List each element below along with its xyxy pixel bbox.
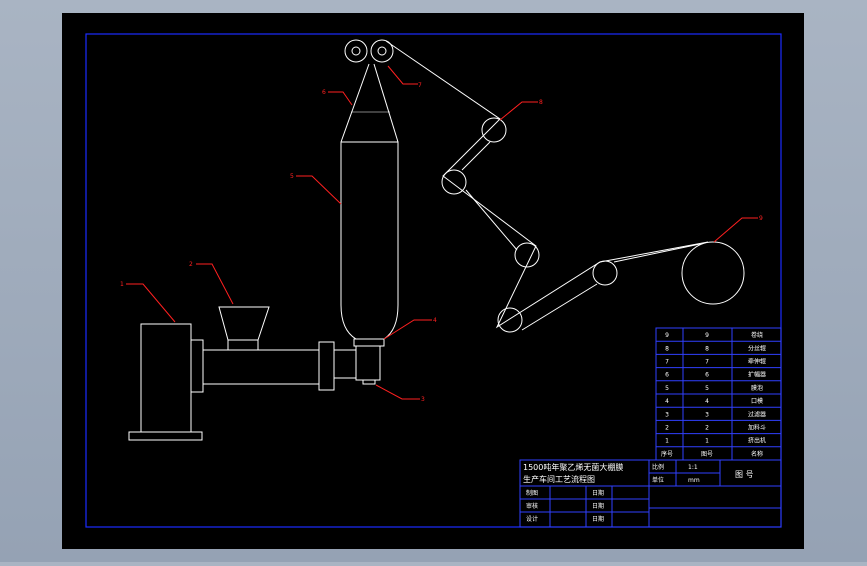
nip-roll-left xyxy=(344,39,368,63)
winding-roll xyxy=(681,241,745,305)
nip-roll-left-hub xyxy=(351,46,361,56)
nip-roll-right xyxy=(370,39,394,63)
parts-row-name: 加料斗 xyxy=(748,424,766,432)
parts-row-name: 口模 xyxy=(751,397,763,405)
parts-row-no: 4 xyxy=(665,398,669,405)
nip-roll-right-hub xyxy=(377,46,387,56)
date-label-3: 日期 xyxy=(592,515,604,523)
callout-4: 4 xyxy=(433,317,437,324)
parts-row-code: 8 xyxy=(705,345,709,352)
drawing-title-line1: 1500吨年聚乙烯无菌大棚膜 xyxy=(523,462,623,472)
film-path-return-2 xyxy=(465,189,518,251)
film-path xyxy=(385,40,709,329)
callout-1: 1 xyxy=(120,281,124,288)
parts-row-name: 挤出机 xyxy=(748,437,766,445)
callout-7: 7 xyxy=(418,82,422,89)
guide-roll-3 xyxy=(514,242,540,268)
designer-label: 设计 xyxy=(526,515,538,523)
parts-row-name: 扩幅器 xyxy=(748,371,766,379)
parts-row-code: 6 xyxy=(705,372,709,379)
callout-8: 8 xyxy=(539,99,543,106)
parts-row-name: 膜泡 xyxy=(751,384,763,392)
parts-row-code: 9 xyxy=(705,332,709,339)
leader-2 xyxy=(196,263,234,305)
leader-7 xyxy=(387,65,418,85)
drawing-border xyxy=(85,33,782,528)
title-block-frame xyxy=(519,459,782,528)
drawing-number-label: 图 号 xyxy=(735,470,754,479)
leader-6 xyxy=(328,91,353,106)
parts-row-name: 名称 xyxy=(751,450,763,458)
date-label-2: 日期 xyxy=(592,502,604,510)
leader-lines xyxy=(126,65,758,400)
parts-row-no: 2 xyxy=(665,425,669,432)
callout-9: 9 xyxy=(759,215,763,222)
callout-5: 5 xyxy=(290,173,294,180)
date-label-1: 日期 xyxy=(592,489,604,497)
parts-row-name: 牵伸辊 xyxy=(748,358,766,366)
film-path-return-1 xyxy=(461,141,491,171)
parts-row-name: 分丝辊 xyxy=(748,344,766,352)
parts-row-name: 过滤器 xyxy=(748,410,766,418)
leader-4 xyxy=(383,319,432,340)
parts-row-code: 3 xyxy=(705,411,709,418)
parts-row-code: 图号 xyxy=(701,451,713,458)
leader-5 xyxy=(296,175,342,205)
leader-1 xyxy=(126,283,176,323)
screen-changer-foot xyxy=(362,379,376,385)
collapsing-frame-right xyxy=(373,63,399,143)
parts-row-code: 1 xyxy=(705,438,709,445)
parts-row-code: 4 xyxy=(705,398,709,405)
callout-2: 2 xyxy=(189,261,193,268)
parts-row-code: 5 xyxy=(705,385,709,392)
parts-row-no: 6 xyxy=(665,372,669,379)
guide-roll-4 xyxy=(497,307,523,333)
leader-3 xyxy=(375,384,420,400)
parts-list: 9 9 卷绕 8 8 分丝辊 7 7 牵伸辊 6 6 扩幅器 5 5 膜泡 4 4 口模 3 3 过滤器 2 2 加料斗 1 1 挤… xyxy=(655,327,782,461)
parts-row-no: 序号 xyxy=(661,450,673,458)
parts-row-no: 1 xyxy=(665,438,669,445)
callout-6: 6 xyxy=(322,89,326,96)
process-linework xyxy=(128,39,745,441)
parts-row-no: 9 xyxy=(665,332,669,339)
checker-label: 审核 xyxy=(526,502,538,510)
drafter-label: 制图 xyxy=(526,489,538,497)
collapsing-frame-left xyxy=(340,63,370,143)
scale-label: 比例 xyxy=(652,463,664,471)
parts-row-no: 3 xyxy=(665,411,669,418)
scale-value: 1:1 xyxy=(688,464,698,471)
parts-row-no: 7 xyxy=(665,359,669,366)
guide-roll-1 xyxy=(481,117,507,143)
parts-row-code: 2 xyxy=(705,425,709,432)
film-path-return-3 xyxy=(521,283,598,331)
guide-roll-2 xyxy=(441,169,467,195)
parts-row-no: 8 xyxy=(665,345,669,352)
title-block: 1500吨年聚乙烯无菌大棚膜 生产车间工艺流程图 比例 1:1 单位 mm 图 … xyxy=(519,459,782,528)
film-path-return-4 xyxy=(613,243,701,263)
parts-row-no: 5 xyxy=(665,385,669,392)
callout-numbers: 1 2 3 4 5 6 7 8 9 xyxy=(120,82,763,403)
leader-8 xyxy=(499,101,538,121)
unit-label: 单位 xyxy=(652,476,664,484)
leader-9 xyxy=(713,217,758,243)
callout-3: 3 xyxy=(421,396,425,403)
extruder-base xyxy=(128,431,203,441)
drawing-title-line2: 生产车间工艺流程图 xyxy=(523,474,595,484)
parts-row-code: 7 xyxy=(705,359,709,366)
parts-row-name: 卷绕 xyxy=(751,331,763,339)
unit-value: mm xyxy=(688,477,700,484)
hopper-neck xyxy=(227,339,259,351)
